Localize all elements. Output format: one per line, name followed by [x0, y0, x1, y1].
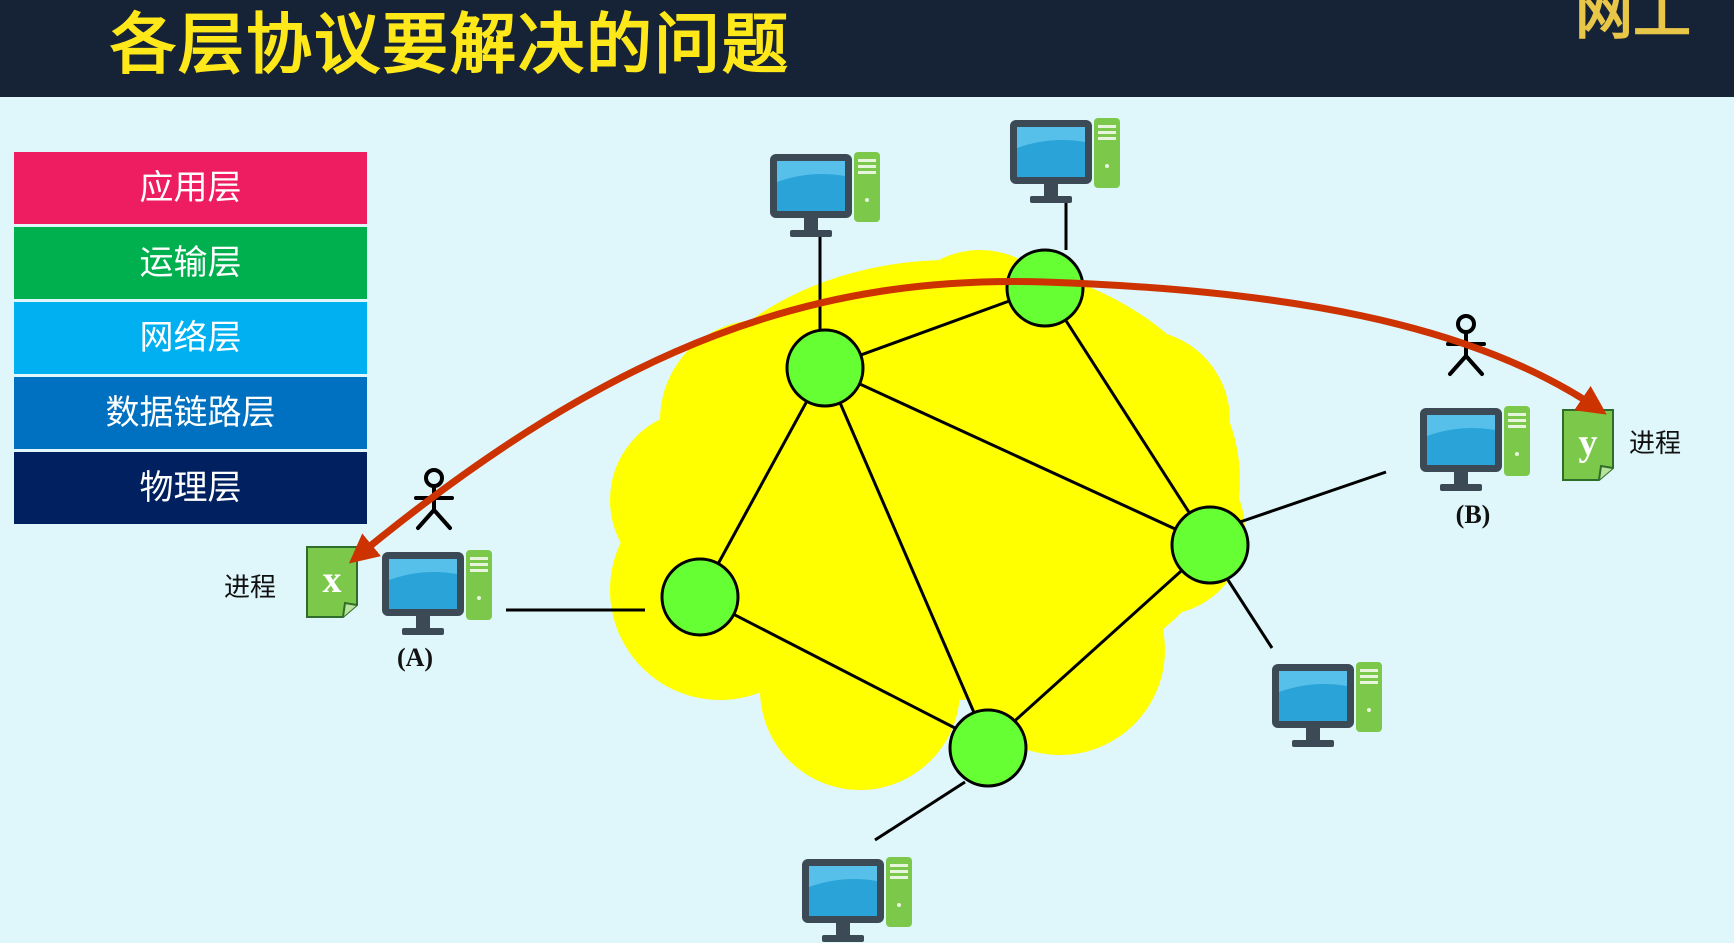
- link: [874, 780, 966, 842]
- computer-icon: [1272, 662, 1382, 747]
- link: [1239, 470, 1387, 524]
- router-node: [785, 328, 865, 408]
- host-b-label: (B): [1456, 500, 1491, 529]
- computer-icon: [382, 550, 492, 635]
- title-bar: 各层协议要解决的问题 网工: [0, 0, 1734, 97]
- link: [986, 543, 1212, 747]
- process-communication-arrow: [348, 278, 1607, 564]
- link: [1226, 579, 1274, 649]
- layer-transport: 运输层: [14, 227, 367, 299]
- router-node: [948, 708, 1028, 788]
- computer-icon: [1010, 118, 1120, 203]
- process-text-a: 进程: [224, 572, 276, 602]
- router-node: [1005, 248, 1085, 328]
- corner-logo-fragment: 网工: [1575, 0, 1692, 47]
- link: [699, 595, 989, 747]
- router-node: [660, 557, 740, 637]
- process-text-b: 进程: [1629, 428, 1681, 458]
- router-node: [1170, 505, 1250, 585]
- network-diagram: x y 进程 进程 (A) (B): [224, 118, 1681, 942]
- layer-data-link: 数据链路层: [14, 377, 367, 449]
- layer-stack: 应用层 运输层 网络层 数据链路层 物理层: [14, 152, 367, 527]
- page-title: 各层协议要解决的问题: [110, 6, 790, 83]
- computer-icon: [802, 857, 912, 942]
- computer-icon: [1420, 406, 1530, 491]
- process-y-label: y: [1579, 422, 1598, 464]
- layer-physical: 物理层: [14, 452, 367, 524]
- layer-application: 应用层: [14, 152, 367, 224]
- layer-network: 网络层: [14, 302, 367, 374]
- process-x-label: x: [323, 559, 342, 601]
- computer-icon: [770, 152, 880, 237]
- host-a-label: (A): [397, 643, 433, 672]
